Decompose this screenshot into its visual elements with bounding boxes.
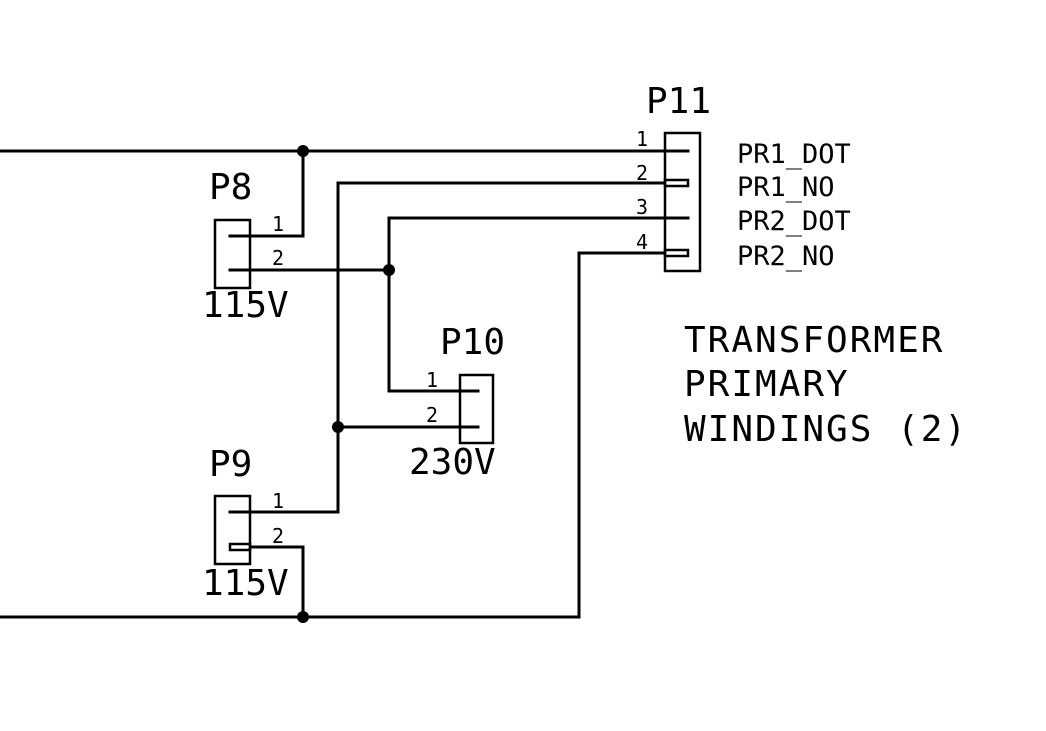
pin-number: 2 xyxy=(272,246,284,270)
connector-pin-hollow xyxy=(228,542,252,552)
junction-dot xyxy=(332,421,344,433)
connector-p10[interactable]: P10 1 2 230V xyxy=(409,322,505,483)
junction-dot xyxy=(297,611,309,623)
net-label: PR2_NO xyxy=(737,241,835,272)
connector-value-label: 115V xyxy=(202,563,289,604)
connector-p11[interactable]: P11 1 2 3 4 xyxy=(636,81,711,273)
connector-ref-label: P10 xyxy=(440,322,505,363)
wire-p11-pin3 xyxy=(387,216,667,393)
pin-number: 1 xyxy=(426,368,438,392)
junctions xyxy=(297,145,395,623)
net-labels: PR1_DOT PR1_NO PR2_DOT PR2_NO xyxy=(737,139,851,272)
connector-pin-hollow xyxy=(663,178,690,188)
note-line: PRIMARY xyxy=(684,364,850,405)
connector-body xyxy=(458,373,495,445)
connector-body xyxy=(213,218,252,290)
wire-bottom-rail xyxy=(0,251,667,619)
pin-number: 4 xyxy=(636,230,648,254)
pin-number: 3 xyxy=(636,195,648,219)
connector-value-label: 115V xyxy=(202,285,289,326)
pin-number: 1 xyxy=(636,127,648,151)
transformer-note: TRANSFORMER PRIMARY WINDINGS (2) xyxy=(684,320,968,450)
connector-ref-label: P8 xyxy=(209,167,252,208)
junction-dot xyxy=(383,264,395,276)
note-line: WINDINGS (2) xyxy=(684,409,968,450)
pin-number: 2 xyxy=(636,161,648,185)
wire-p8-pin1 xyxy=(248,149,305,238)
wire-p11-pin2 xyxy=(248,181,667,514)
wire-p9-pin2 xyxy=(248,545,305,619)
pin-number: 2 xyxy=(426,403,438,427)
pin-number: 1 xyxy=(272,212,284,236)
connector-body xyxy=(213,494,252,566)
pin-number: 2 xyxy=(272,524,284,548)
junction-dot xyxy=(297,145,309,157)
wires xyxy=(0,149,667,619)
connector-p8[interactable]: P8 1 2 115V xyxy=(202,167,289,326)
net-label: PR2_DOT xyxy=(737,206,851,237)
connector-p9[interactable]: P9 1 2 115V xyxy=(202,444,289,604)
connector-body xyxy=(663,131,702,273)
connector-pin-hollow xyxy=(663,248,690,258)
connector-value-label: 230V xyxy=(409,442,496,483)
pin-number: 1 xyxy=(272,489,284,513)
net-label: PR1_DOT xyxy=(737,139,851,170)
note-line: TRANSFORMER xyxy=(684,320,944,361)
connector-ref-label: P9 xyxy=(209,444,252,485)
net-label: PR1_NO xyxy=(737,172,835,203)
connector-ref-label: P11 xyxy=(646,81,711,122)
